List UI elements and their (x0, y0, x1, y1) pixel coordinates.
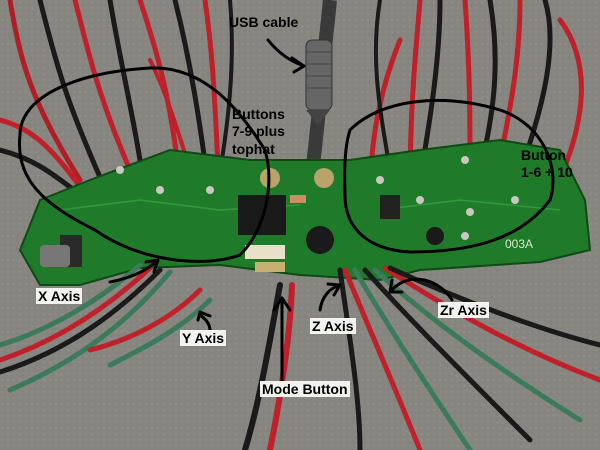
lower-left-wires (0, 262, 213, 393)
label-zr-axis: Zr Axis (438, 302, 489, 318)
label-buttons-7-9-line1: Buttons (232, 106, 285, 122)
label-buttons-7-9-line3: tophat (232, 141, 275, 157)
arrow-x-axis (108, 258, 160, 284)
annotations (17, 38, 555, 382)
label-mode-button: Mode Button (260, 381, 350, 397)
board-marking: 003A (505, 237, 533, 251)
label-y-axis: Y Axis (180, 330, 227, 346)
label-x-axis: X Axis (36, 288, 83, 304)
label-button-1-6-line2: 1-6 + 10 (521, 164, 573, 180)
circle-buttons-7-9 (17, 66, 271, 263)
usb-cable (305, 0, 337, 176)
arrow-usb (266, 38, 306, 74)
label-usb-cable: USB cable (229, 14, 299, 30)
label-z-axis: Z Axis (310, 318, 356, 334)
circle-buttons-1-6 (343, 99, 555, 254)
arrow-zr-axis (388, 277, 454, 302)
arrow-mode-button (272, 296, 292, 382)
buzzer (306, 226, 334, 254)
label-button-1-6-line1: Button (521, 147, 567, 163)
label-buttons-7-9-line2: 7-9 plus (232, 123, 285, 139)
arrow-z-axis (318, 282, 342, 312)
